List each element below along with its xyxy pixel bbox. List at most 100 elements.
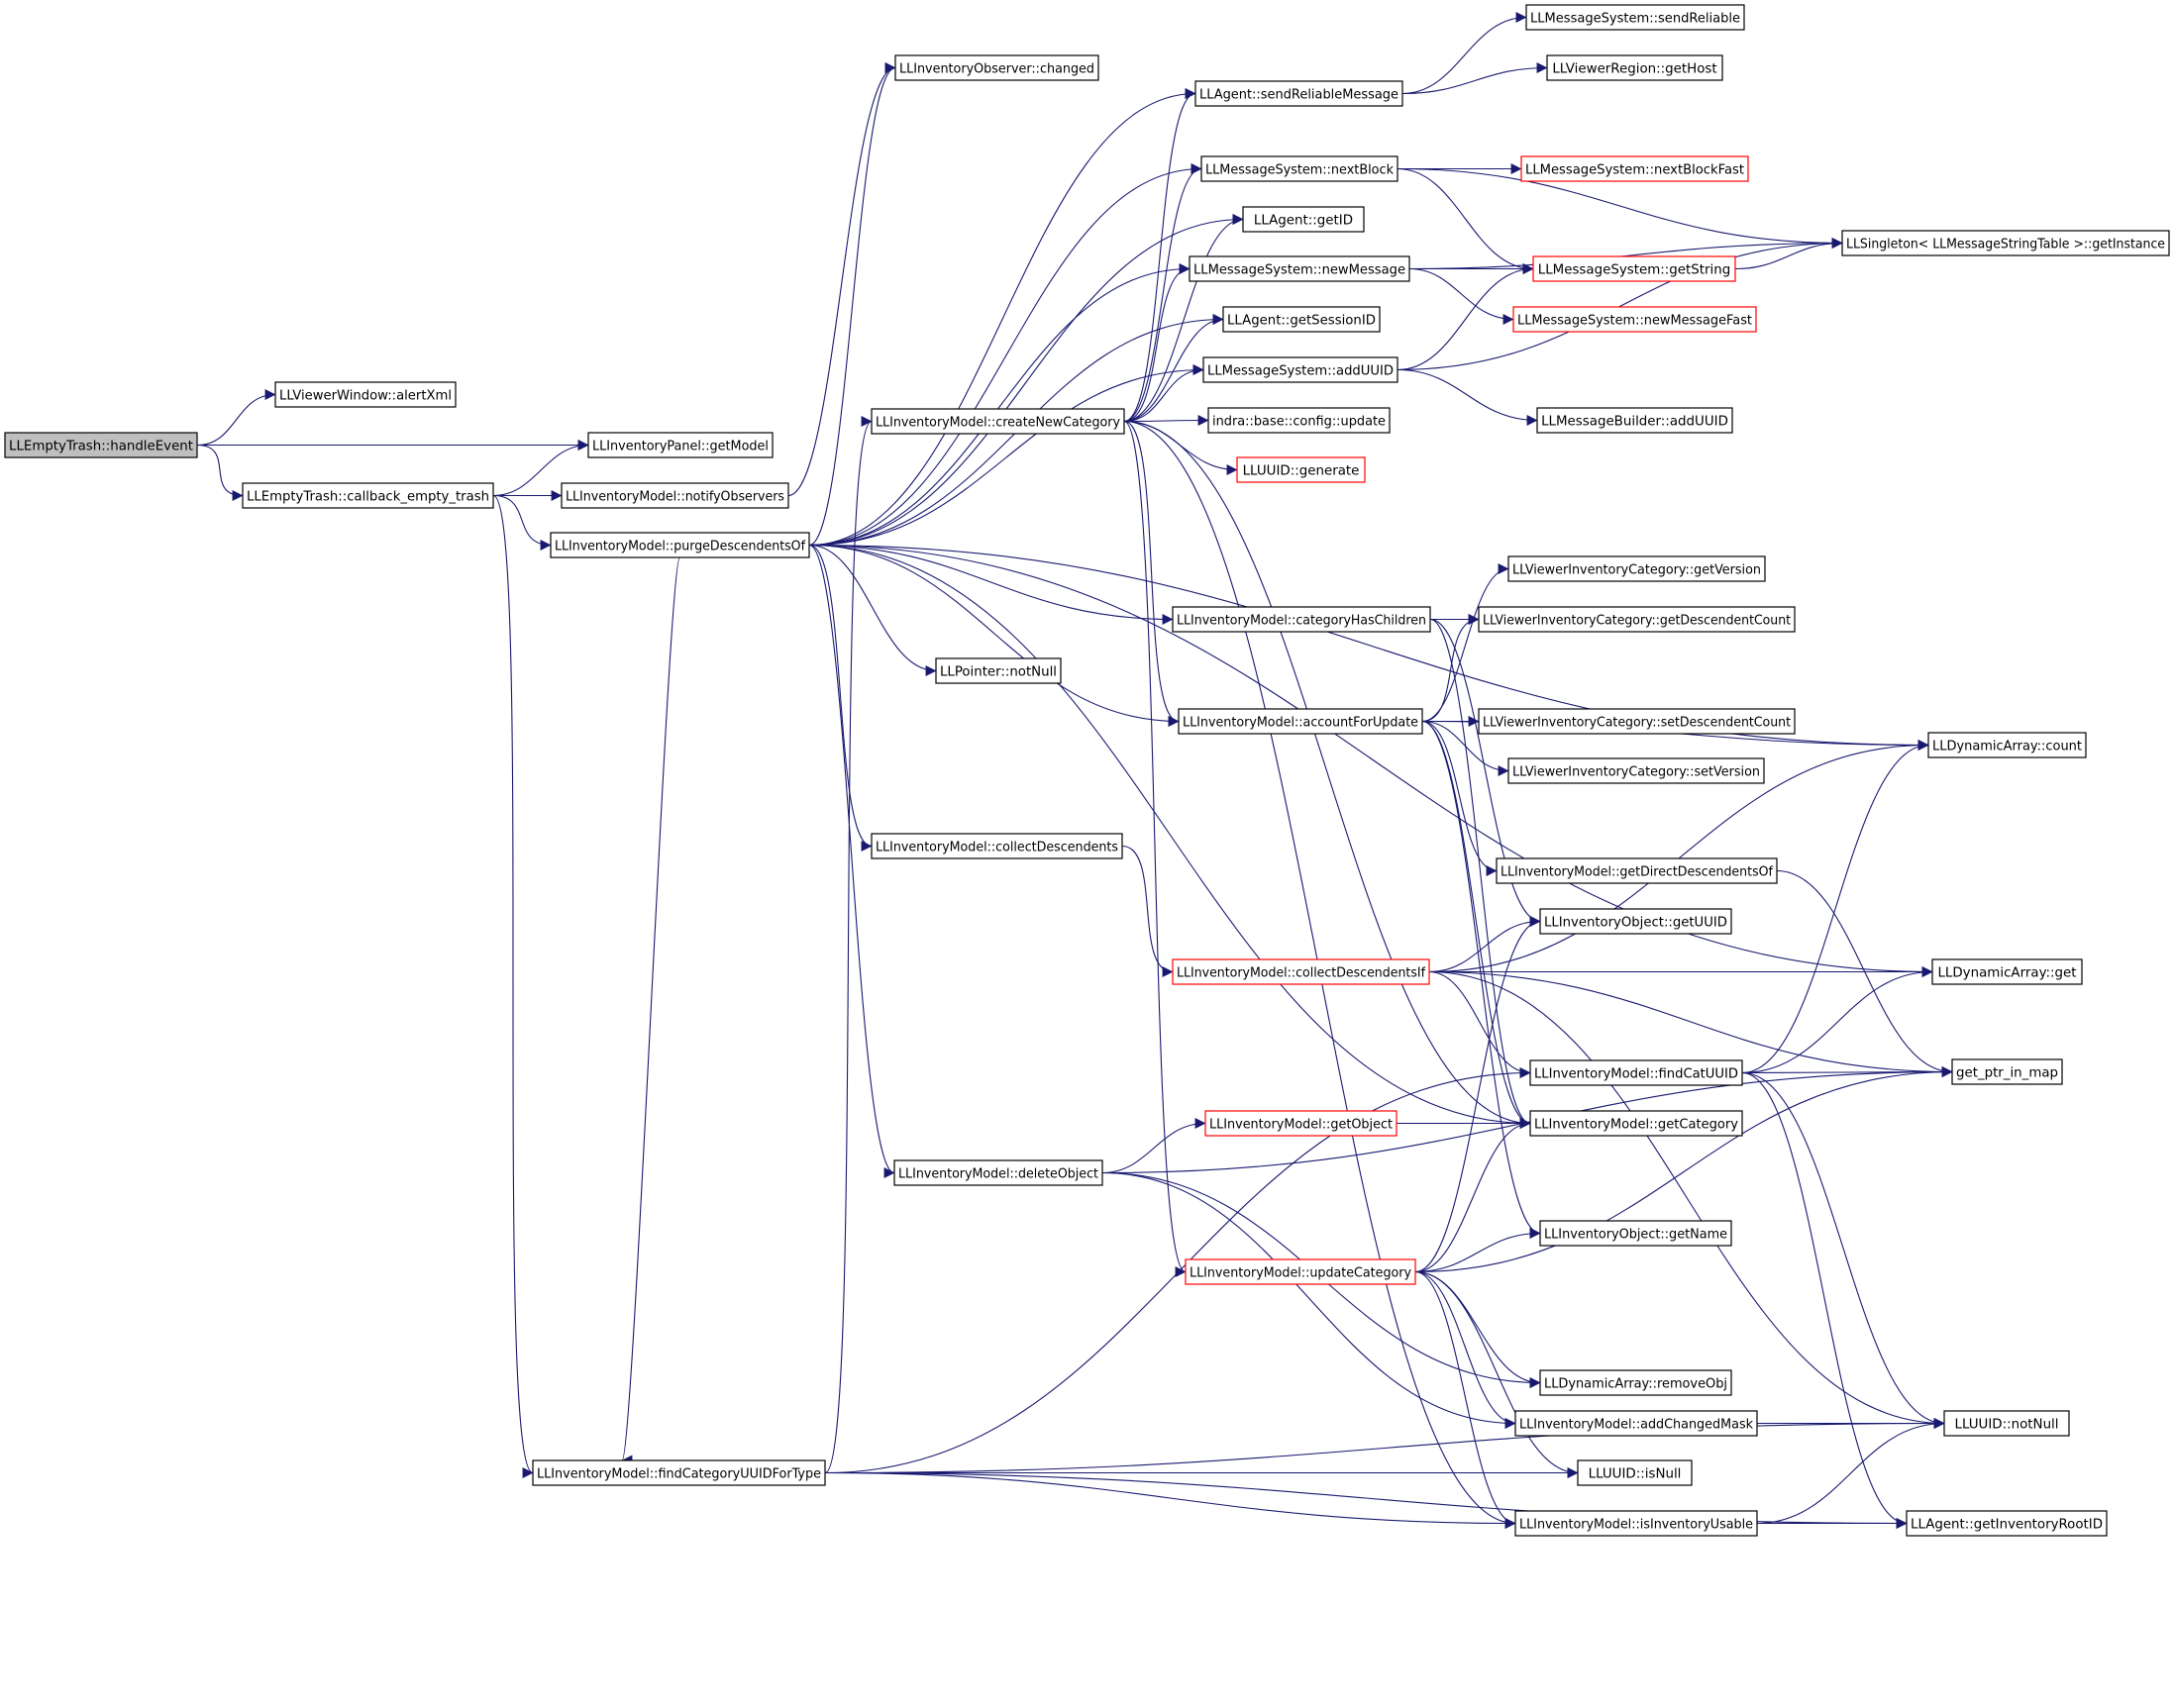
node-setDescCount[interactable]: LLViewerInventoryCategory::setDescendent… [1478, 708, 1796, 735]
node-box [1242, 206, 1365, 233]
edge-purge-to-getID [808, 214, 1244, 547]
edge-purge-to-deleteObject [808, 544, 895, 1178]
node-box [1943, 1410, 2070, 1437]
node-label: LLInventoryModel::getObject [1209, 1117, 1393, 1132]
edge-createNewCategory-to-newMessage [1123, 263, 1191, 423]
node-label: LLInventoryModel::collectDescendentsIf [1177, 965, 1425, 980]
node-box [871, 833, 1123, 859]
edge-getDirectDesc-to-getPtrInMap [1776, 869, 1953, 1077]
node-box [1514, 1410, 1758, 1437]
node-getSessionID[interactable]: LLAgent::getSessionID [1222, 306, 1381, 333]
edge-handleEvent-to-alertXml [196, 389, 276, 447]
node-label: LLViewerInventoryCategory::setDescendent… [1483, 715, 1791, 730]
node-updateCategory[interactable]: LLInventoryModel::updateCategory [1185, 1258, 1416, 1285]
node-collectDesc[interactable]: LLInventoryModel::collectDescendents [871, 833, 1123, 859]
node-getCategory[interactable]: LLInventoryModel::getCategory [1529, 1110, 1743, 1137]
node-box [1546, 54, 1723, 81]
node-objGetName[interactable]: LLInventoryObject::getName [1539, 1220, 1732, 1247]
node-setVersion[interactable]: LLViewerInventoryCategory::setVersion [1507, 757, 1765, 784]
node-label: LLEmptyTrash::callback_empty_trash [247, 489, 489, 504]
node-getObject[interactable]: LLInventoryModel::getObject [1204, 1110, 1398, 1137]
node-getDirectDesc[interactable]: LLInventoryModel::getDirectDescendentsOf [1496, 857, 1778, 884]
node-sendReliableMessage[interactable]: LLAgent::sendReliableMessage [1194, 80, 1403, 107]
node-removeObj[interactable]: LLDynamicArray::removeObj [1539, 1369, 1732, 1396]
node-label: LLInventoryModel::deleteObject [898, 1166, 1098, 1181]
node-configUpdate[interactable]: indra::base::config::update [1207, 407, 1391, 434]
node-getPtrInMap[interactable]: get_ptr_in_map [1951, 1058, 2063, 1085]
edge-purge-to-changed [808, 62, 896, 547]
edge-findCatUUID-to-daCount [1741, 740, 1929, 1074]
node-handleEvent[interactable]: LLEmptyTrash::handleEvent [4, 432, 198, 458]
node-nextBlock[interactable]: LLMessageSystem::nextBlock [1200, 155, 1398, 182]
node-label: LLInventoryModel::updateCategory [1190, 1265, 1411, 1280]
node-box [1507, 555, 1766, 582]
node-box [1172, 606, 1431, 633]
node-label: LLViewerRegion::getHost [1552, 61, 1716, 76]
node-accountForUpdate[interactable]: LLInventoryModel::accountForUpdate [1178, 708, 1423, 735]
node-getVersion[interactable]: LLViewerInventoryCategory::getVersion [1507, 555, 1766, 582]
node-collectDescIf[interactable]: LLInventoryModel::collectDescendentsIf [1172, 958, 1430, 985]
edge-findCatUUID-to-daGet [1741, 966, 1933, 1074]
edge-createNewCategory-to-updateCategory [1123, 420, 1187, 1277]
node-addUUID[interactable]: LLMessageSystem::addUUID [1202, 356, 1398, 383]
node-label: get_ptr_in_map [1956, 1065, 2058, 1080]
node-box [1539, 908, 1732, 935]
edge-accountForUpdate-to-getVersion [1421, 563, 1509, 723]
node-getString[interactable]: LLMessageSystem::getString [1532, 255, 1736, 282]
node-findCatUUID[interactable]: LLInventoryModel::findCatUUID [1529, 1059, 1743, 1086]
node-purge[interactable]: LLInventoryModel::purgeDescendentsOf [550, 532, 810, 558]
node-box [1536, 407, 1733, 434]
edge-updateCategory-to-objGetName [1414, 1228, 1541, 1273]
node-label: LLInventoryModel::getCategory [1534, 1117, 1738, 1132]
node-deleteObject[interactable]: LLInventoryModel::deleteObject [893, 1159, 1103, 1186]
node-addChangedMask[interactable]: LLInventoryModel::addChangedMask [1514, 1410, 1758, 1437]
node-box [1478, 606, 1796, 633]
edge-collectDesc-to-collectDescIf [1121, 845, 1174, 977]
node-label: LLMessageSystem::addUUID [1207, 363, 1394, 378]
node-box [1189, 255, 1410, 282]
edge-accountForUpdate-to-getDirectDesc [1421, 720, 1498, 876]
node-changed[interactable]: LLInventoryObserver::changed [894, 54, 1099, 81]
node-notNullPtr[interactable]: LLPointer::notNull [935, 657, 1062, 684]
node-box [587, 432, 774, 458]
node-label: LLMessageSystem::getString [1538, 262, 1731, 277]
node-nextBlockFast[interactable]: LLMessageSystem::nextBlockFast [1520, 155, 1749, 182]
edge-updateCategory-to-objGetUUID [1414, 916, 1541, 1273]
node-findCatType[interactable]: LLInventoryModel::findCategoryUUIDForTyp… [532, 1459, 826, 1486]
node-alertXml[interactable]: LLViewerWindow::alertXml [274, 381, 457, 408]
node-callback[interactable]: LLEmptyTrash::callback_empty_trash [242, 482, 494, 509]
node-getInvRoot[interactable]: LLAgent::getInventoryRootID [1906, 1510, 2108, 1537]
node-catHasChildren[interactable]: LLInventoryModel::categoryHasChildren [1172, 606, 1431, 633]
node-newMessageFast[interactable]: LLMessageSystem::newMessageFast [1512, 306, 1757, 333]
node-daCount[interactable]: LLDynamicArray::count [1927, 732, 2087, 758]
node-getInstance[interactable]: LLSingleton< LLMessageStringTable >::get… [1841, 230, 2170, 256]
node-sendReliable[interactable]: LLMessageSystem::sendReliable [1525, 4, 1745, 31]
node-daGet[interactable]: LLDynamicArray::get [1931, 958, 2083, 985]
edge-updateCategory-to-isInvUsable [1414, 1270, 1516, 1529]
node-generate[interactable]: LLUUID::generate [1236, 456, 1366, 483]
node-box [871, 408, 1125, 435]
node-label: LLInventoryModel::findCategoryUUIDForTyp… [537, 1466, 821, 1481]
node-createNewCategory[interactable]: LLInventoryModel::createNewCategory [871, 408, 1125, 435]
node-mbAddUUID[interactable]: LLMessageBuilder::addUUID [1536, 407, 1733, 434]
node-uuidNotNull[interactable]: LLUUID::notNull [1943, 1410, 2070, 1437]
edge-createNewCategory-to-accountForUpdate [1123, 420, 1180, 727]
node-getID[interactable]: LLAgent::getID [1242, 206, 1365, 233]
node-box [1178, 708, 1423, 735]
node-getHost[interactable]: LLViewerRegion::getHost [1546, 54, 1723, 81]
node-objGetUUID[interactable]: LLInventoryObject::getUUID [1539, 908, 1732, 935]
edge-newMessage-to-newMessageFast [1408, 267, 1514, 325]
node-isNull[interactable]: LLUUID::isNull [1577, 1459, 1693, 1486]
node-getDescCount[interactable]: LLViewerInventoryCategory::getDescendent… [1478, 606, 1796, 633]
edge-createNewCategory-to-addUUID [1123, 364, 1204, 423]
node-getModel[interactable]: LLInventoryPanel::getModel [587, 432, 774, 458]
node-newMessage[interactable]: LLMessageSystem::newMessage [1189, 255, 1410, 282]
edge-findCatType-to-createNewCategory [824, 416, 873, 1474]
node-notifyObservers[interactable]: LLInventoryModel::notifyObservers [561, 482, 789, 509]
node-box [935, 657, 1062, 684]
node-label: LLInventoryModel::purgeDescendentsOf [555, 539, 805, 553]
node-isInvUsable[interactable]: LLInventoryModel::isInventoryUsable [1514, 1510, 1758, 1537]
node-label: LLInventoryModel::isInventoryUsable [1519, 1517, 1753, 1532]
edge-createNewCategory-to-getID [1123, 214, 1244, 423]
node-box [1507, 757, 1765, 784]
